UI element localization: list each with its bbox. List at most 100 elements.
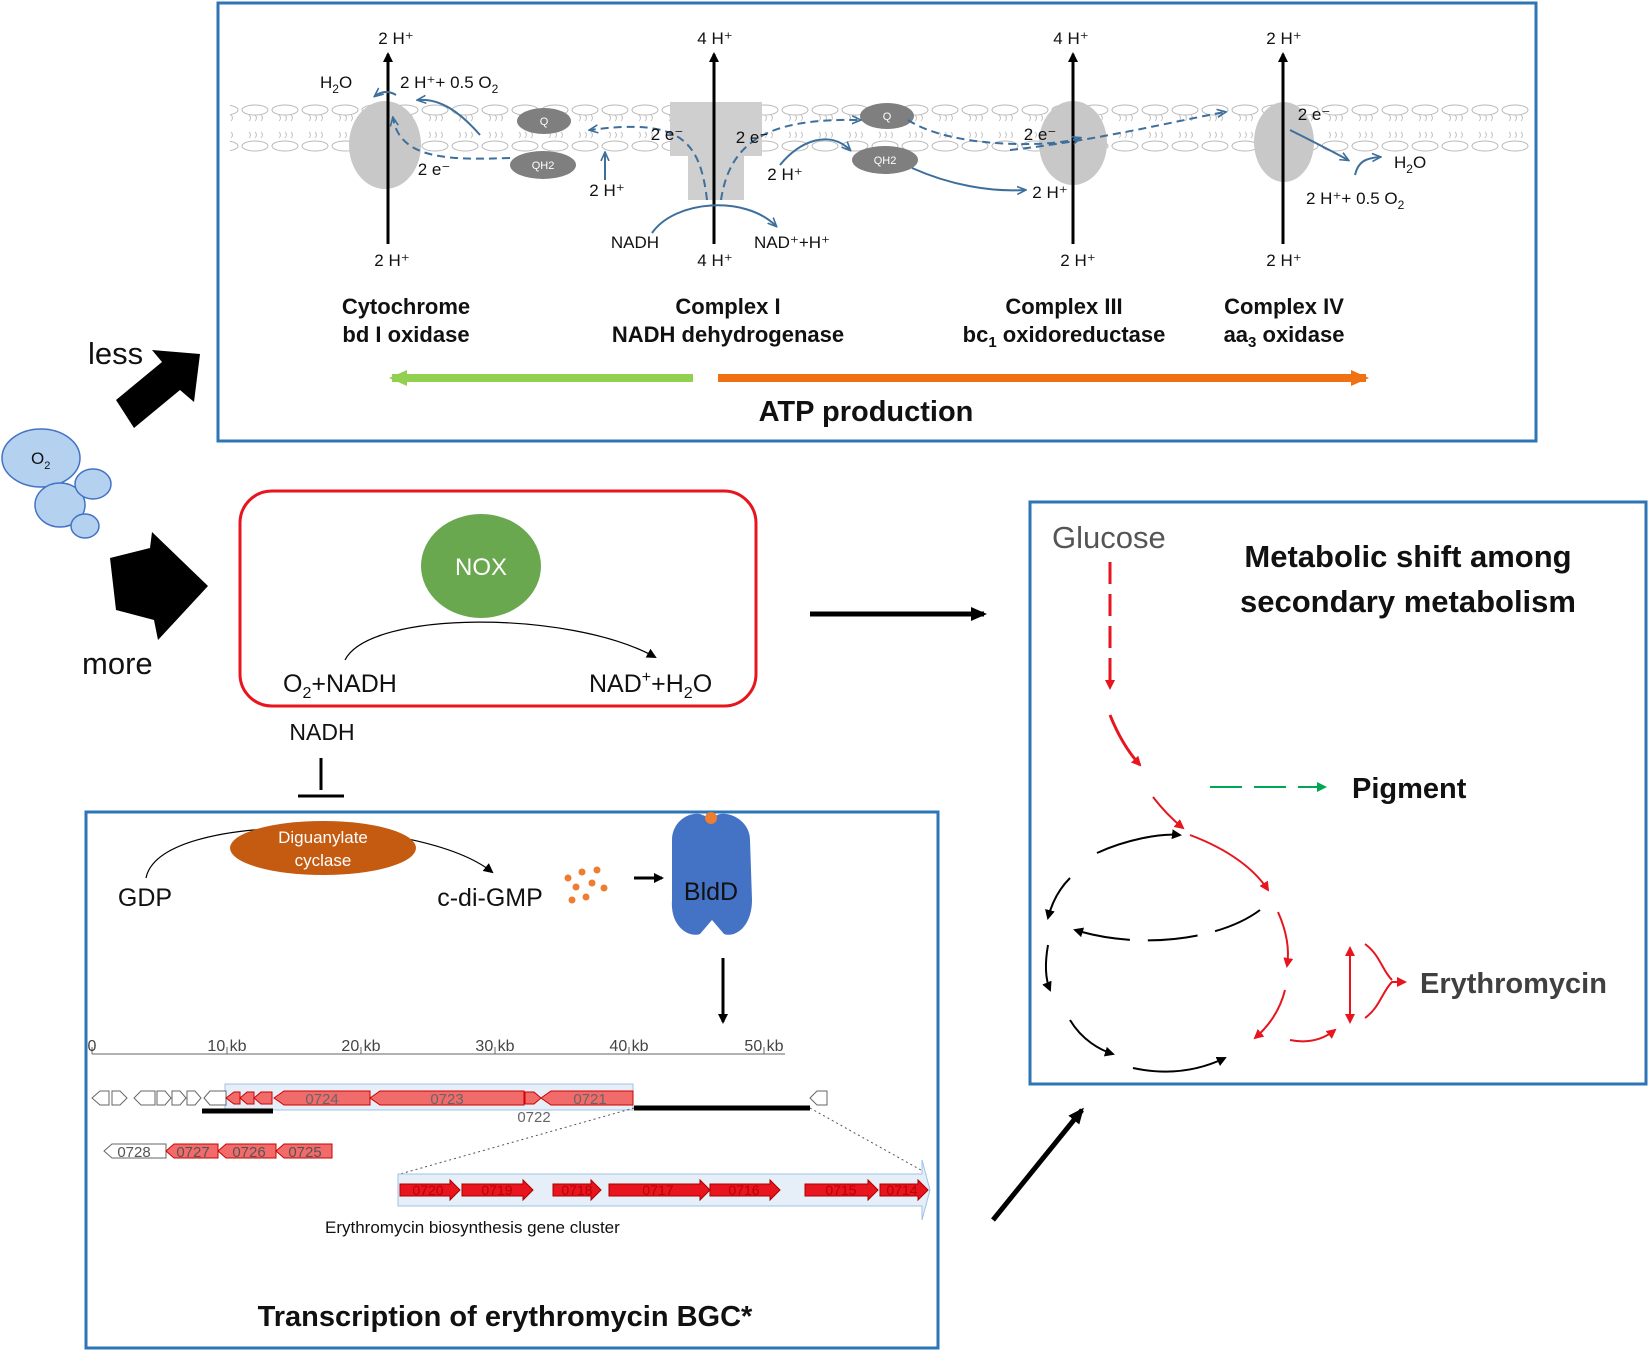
h2o-right: H2O [1394, 153, 1426, 176]
tca-black-arc-left [1042, 944, 1052, 992]
white-gene [186, 1090, 202, 1106]
tca-shunt-dashed [1073, 909, 1261, 942]
complex-i-bottom-protons: 4 H⁺ [697, 251, 732, 270]
nox-reaction-arrow [344, 621, 657, 661]
cytochrome-bd-protein [349, 101, 421, 189]
proton-label-right: 2 H⁺ [767, 165, 802, 184]
c-di-gmp-label: c-di-GMP [437, 884, 543, 912]
scale-label-20: 20 kb [341, 1038, 380, 1055]
electron-label-bd: 2 e⁻ [418, 160, 451, 179]
complex-iv-water-arrow [1354, 157, 1380, 176]
o2-bubble-tiny [70, 513, 100, 539]
o2-label: O2 [31, 449, 50, 472]
bd-o2-arrow [418, 100, 481, 136]
white-gene [91, 1090, 110, 1106]
cytochrome-name-line2: bd I oxidase [342, 322, 469, 347]
glycolysis-curve [1108, 714, 1142, 767]
zoom-line-left [399, 1107, 635, 1175]
nad-product-label: NAD⁺+H⁺ [754, 233, 830, 252]
o2-consumption-right: 2 H⁺+ 0.5 O2 [1306, 189, 1405, 212]
c-di-gmp-dots [564, 866, 608, 904]
diguanylate-cyclase [230, 821, 416, 875]
bldd-label: BldD [684, 878, 738, 906]
white-gene [809, 1090, 828, 1106]
nadh-oxidation-arrow [651, 204, 776, 234]
cluster-genes [225, 1090, 634, 1106]
electron-path-qh2-bd [393, 118, 511, 160]
proton-uptake-right [779, 138, 850, 166]
c-di-gmp-dot [572, 883, 580, 891]
electron-label-complex-i-left: 2 e⁻ [651, 125, 684, 144]
gene-label-0723: 0723 [430, 1091, 463, 1108]
transcription-panel: Diguanylate cyclase GDP c-di-GMP BldD [84, 810, 940, 1350]
gene-label-0728: 0728 [117, 1144, 150, 1161]
complex-i-name-line2: NADH dehydrogenase [612, 322, 844, 347]
complex-iv-name-line2: aa3 oxidase [1224, 322, 1345, 351]
electron-path-complex-i-q-right [720, 120, 860, 201]
nox-enzyme [421, 514, 541, 618]
bldd-protein [671, 813, 752, 935]
q-pool-right [860, 103, 914, 129]
etc-panel-border [216, 1, 1538, 443]
tca-black-arc-bottom [1132, 1056, 1227, 1073]
erythromycin-red-branch [1289, 1028, 1337, 1043]
c-di-gmp-dot [588, 879, 596, 887]
q-label-right: Q [883, 111, 892, 123]
complex-i-top-protons: 4 H⁺ [697, 29, 732, 48]
scale-label-30: 30 kb [475, 1038, 514, 1055]
electron-label-complex-iii: 2 e⁻ [1024, 125, 1057, 144]
gene-label-0720: 0720 [412, 1182, 443, 1198]
gene-label-0716: 0716 [728, 1182, 759, 1198]
complex-iii-proton-arrow [911, 167, 1025, 190]
o2-bubble-small [74, 468, 112, 500]
scale-label-0: 0 [88, 1038, 97, 1055]
scale-label-40: 40 kb [609, 1038, 648, 1055]
scale-ticks [91, 1047, 765, 1054]
white-gene [171, 1090, 187, 1106]
q-label-left: Q [540, 116, 549, 128]
complex-i-protein [670, 102, 762, 200]
gene-label-0718: 0718 [561, 1182, 592, 1198]
gene-0715 [804, 1178, 879, 1202]
less-oxygen-arrow [116, 350, 200, 428]
complex-iv-name-line1: Complex IV [1224, 294, 1344, 319]
o2-bubble-large [1, 428, 81, 488]
gene-label-0722: 0722 [517, 1109, 550, 1126]
electron-label-complex-i-right: 2 e⁻ [736, 128, 769, 147]
less-oxygen-label: less [88, 336, 143, 371]
tca-black-arc-top [1096, 829, 1182, 854]
gene-0725 [275, 1143, 333, 1159]
dgc-label-line2: cyclase [295, 851, 352, 870]
gene-0717 [608, 1178, 711, 1202]
white-gene [156, 1090, 172, 1106]
left-subcluster-genes [103, 1143, 333, 1159]
metabolism-title-line1: Metabolic shift among [1244, 539, 1571, 574]
red-gene [253, 1091, 273, 1105]
complex-iv-bottom-protons: 2 H⁺ [1266, 251, 1301, 270]
white-gene [111, 1090, 128, 1106]
zoom-genes [399, 1178, 929, 1202]
bd-top-protons: 2 H⁺ [378, 29, 413, 48]
gene-0714 [879, 1178, 929, 1202]
more-oxygen-arrow [110, 532, 208, 640]
gene-label-0726: 0726 [232, 1144, 265, 1161]
gene-label-0717: 0717 [642, 1182, 673, 1198]
c-di-gmp-dot [564, 874, 572, 882]
scale-label-50: 50 kb [744, 1038, 783, 1055]
gene-0720 [399, 1178, 461, 1202]
o2-bubble-medium [34, 482, 86, 528]
c-di-gmp-dot [600, 884, 608, 892]
erythromycin-label: Erythromycin [1420, 968, 1607, 1000]
erythromycin-fork [1364, 943, 1405, 1019]
electron-label-complex-iv: 2 e⁻ [1298, 105, 1331, 124]
cluster-to-metabolism-arrow [991, 1107, 1084, 1222]
transcription-title: Transcription of erythromycin BGC* [258, 1301, 753, 1333]
c-di-gmp-dot [582, 893, 590, 901]
nox-substrate: O2+NADH [283, 670, 397, 702]
bldd-bound-c-di-gmp [705, 812, 717, 824]
qh2-label-right: QH2 [874, 155, 897, 167]
nadh-inhibitor-label: NADH [289, 719, 354, 745]
more-oxygen-label: more [82, 646, 153, 681]
tca-black-arc-left-bottom [1069, 1019, 1115, 1057]
